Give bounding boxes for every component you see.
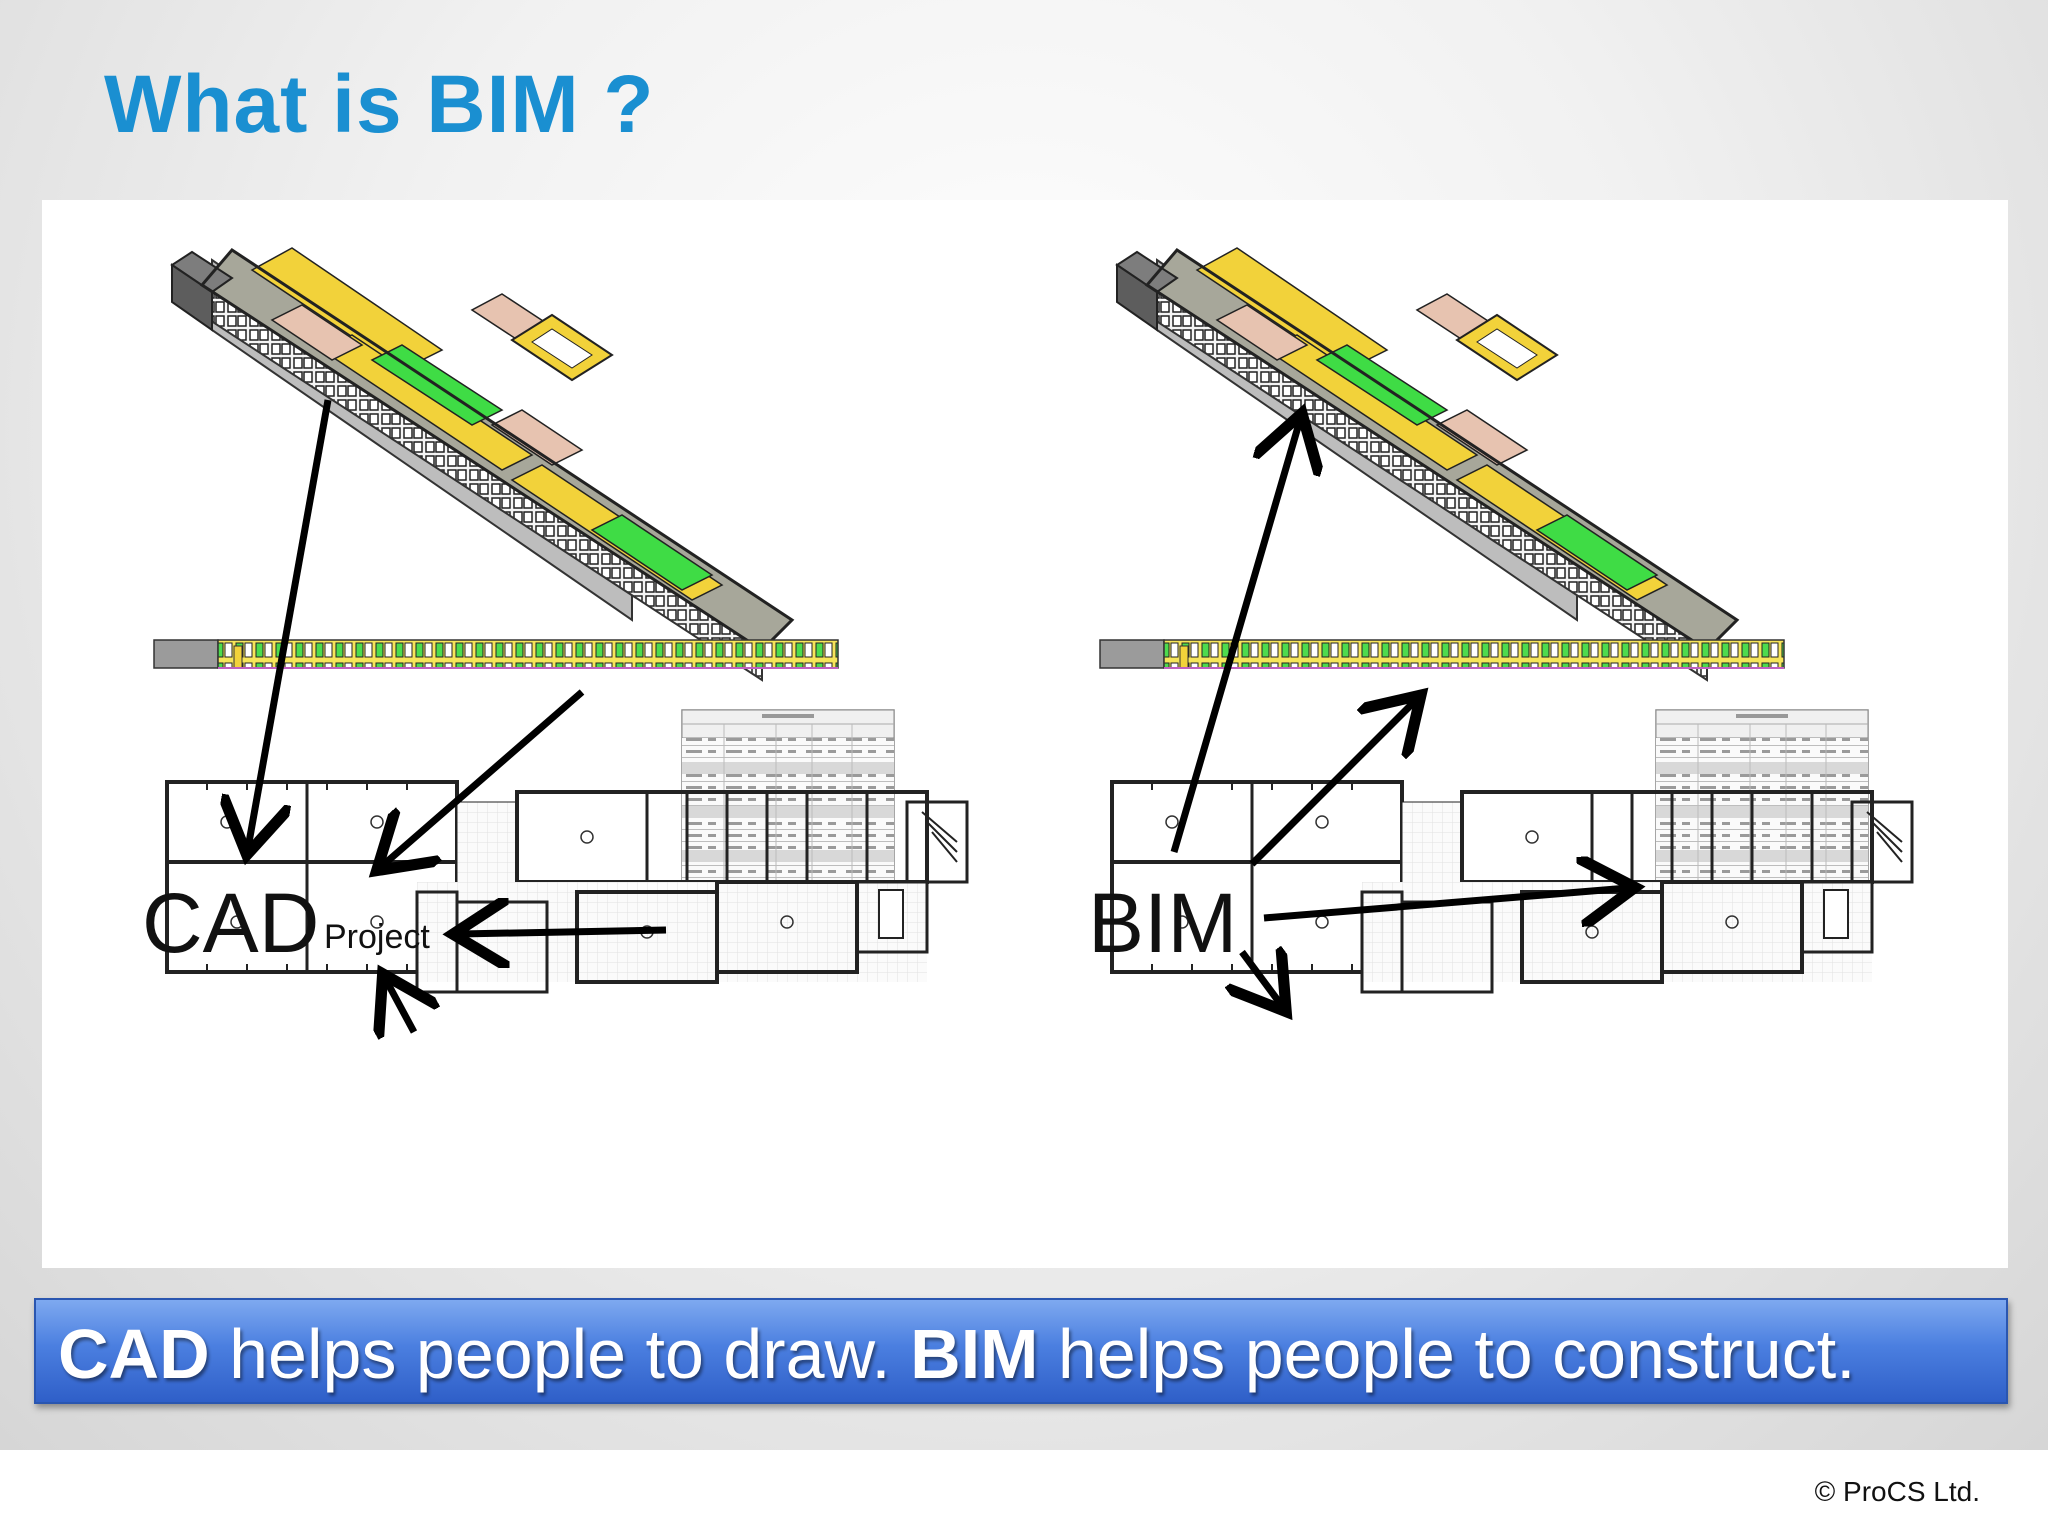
bim-arrow-to-schedule	[1263, 888, 1628, 918]
banner-bim-phrase: helps people to construct.	[1038, 1315, 1856, 1393]
bim-arrow-to-model	[1170, 420, 1300, 853]
bim-arrow-to-elevation	[1249, 700, 1416, 867]
cad-elevation-image	[153, 639, 839, 669]
banner-cad-phrase: helps people to draw.	[209, 1315, 911, 1393]
cad-diagram: CAD Project	[142, 246, 969, 1032]
bim-diagram: BIM	[1088, 246, 1914, 1006]
bim-elevation-image	[1099, 639, 1785, 669]
cad-arrow-from-schedule	[460, 930, 667, 934]
bim-3d-model-image	[1115, 246, 1739, 682]
comparison-diagram: CAD Project BIM	[142, 246, 1914, 1268]
cad-3d-model-image	[170, 246, 794, 682]
cad-arrow-from-elevation	[382, 689, 585, 866]
slide: What is BIM ?	[0, 0, 2048, 1450]
banner-cad-term: CAD	[58, 1315, 210, 1393]
cad-label: CAD	[142, 876, 319, 970]
slide-title: What is BIM ?	[104, 59, 655, 150]
copyright-notice: © ProCS Ltd.	[1814, 1476, 1980, 1507]
bim-label: BIM	[1088, 876, 1237, 970]
banner-bim-term: BIM	[910, 1315, 1039, 1393]
project-label: Project	[324, 918, 430, 956]
comparison-panel: CAD Project BIM	[42, 200, 2008, 1268]
bim-arrow-to-plan	[1242, 952, 1282, 1006]
cad-arrow-from-plan	[386, 980, 414, 1032]
summary-banner: CAD helps people to draw. BIM helps peop…	[34, 1298, 2008, 1404]
summary-text: CAD helps people to draw. BIM helps peop…	[58, 1314, 1856, 1394]
cad-arrow-from-model	[248, 399, 332, 848]
